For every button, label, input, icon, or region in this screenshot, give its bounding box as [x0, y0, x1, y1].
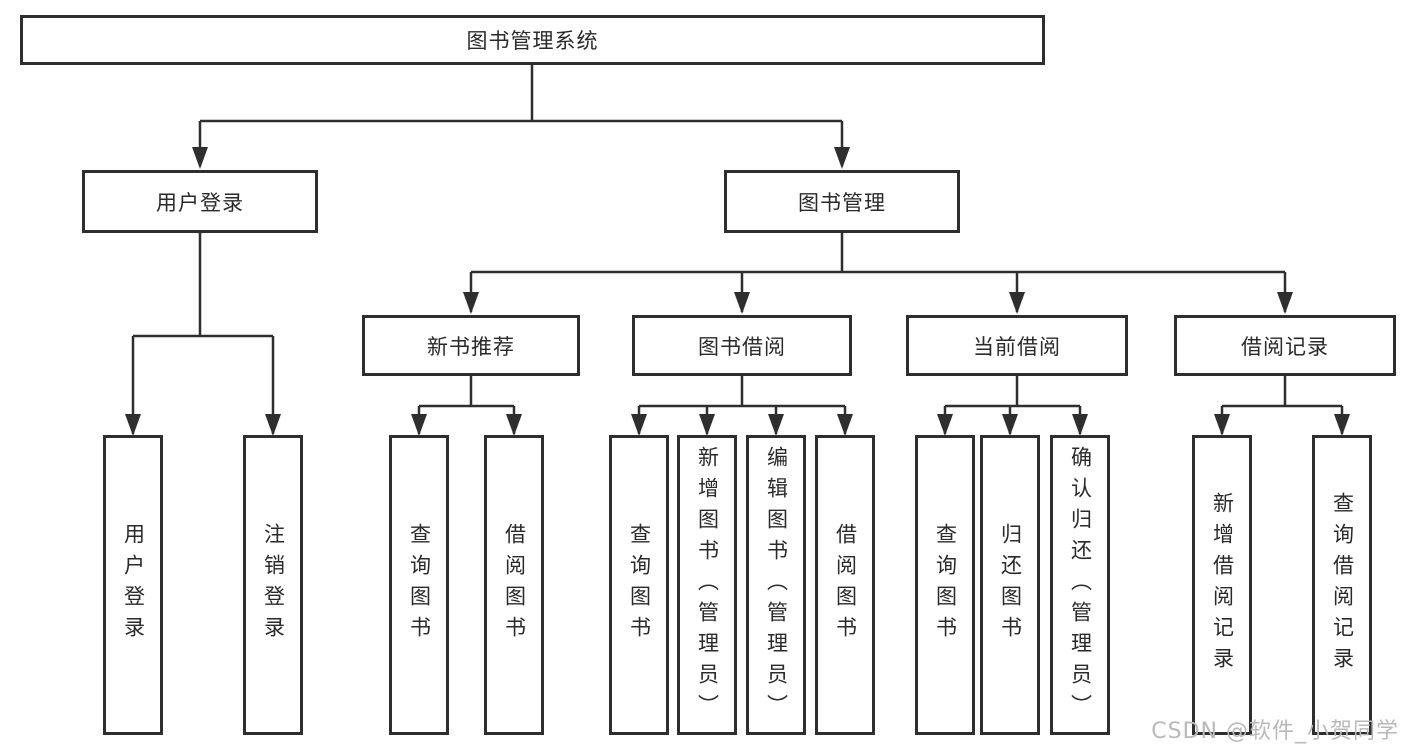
leaf-borrow-books: 借阅图书 — [815, 435, 875, 735]
leaf-confirm-return-admin: 确认归还（管理员） — [1050, 435, 1110, 735]
arrow-down-icon — [768, 414, 784, 436]
node-current-borrow: 当前借阅 — [906, 315, 1128, 376]
leaf-logout: 注销登录 — [243, 435, 303, 735]
leaf-edit-books-admin: 编辑图书（管理员） — [746, 435, 806, 735]
leaf-query-borrow-record: 查询借阅记录 — [1312, 435, 1372, 735]
node-book-management: 图书管理 — [724, 170, 960, 233]
leaf-add-books-admin: 新增图书（管理员） — [677, 435, 737, 735]
arrow-down-icon — [1277, 292, 1293, 314]
leaf-user-login: 用户登录 — [103, 435, 163, 735]
arrow-down-icon — [1214, 414, 1230, 436]
leaf-label: 新增图书（管理员） — [695, 445, 720, 725]
leaf-label: 注销登录 — [261, 523, 286, 647]
arrow-down-icon — [1072, 414, 1088, 436]
leaf-query-books: 查询图书 — [389, 435, 449, 735]
arrow-down-icon — [411, 414, 427, 436]
leaf-label: 编辑图书（管理员） — [764, 445, 789, 725]
node-borrow-records: 借阅记录 — [1174, 315, 1396, 376]
arrow-down-icon — [1002, 414, 1018, 436]
arrow-down-icon — [699, 414, 715, 436]
arrowhead-icons — [125, 147, 1350, 436]
leaf-label: 确认归还（管理员） — [1068, 445, 1093, 725]
tree-drop-lines — [131, 121, 1344, 434]
leaf-label: 查询图书 — [933, 523, 958, 647]
leaf-label: 查询图书 — [627, 523, 652, 647]
arrow-down-icon — [1334, 414, 1350, 436]
leaf-label: 归还图书 — [998, 523, 1023, 647]
leaf-label: 用户登录 — [121, 523, 146, 647]
arrow-down-icon — [834, 147, 850, 169]
leaf-return-books: 归还图书 — [980, 435, 1040, 735]
arrow-down-icon — [631, 414, 647, 436]
leaf-add-borrow-record: 新增借阅记录 — [1192, 435, 1252, 735]
node-new-book-recommend: 新书推荐 — [362, 315, 580, 376]
leaf-label: 新增借阅记录 — [1210, 492, 1235, 678]
leaf-borrow-books: 借阅图书 — [484, 435, 544, 735]
arrow-down-icon — [192, 147, 208, 169]
arrow-down-icon — [265, 414, 281, 436]
leaf-query-books: 查询图书 — [915, 435, 975, 735]
arrow-down-icon — [937, 414, 953, 436]
arrow-down-icon — [837, 414, 853, 436]
leaf-label: 查询图书 — [407, 523, 432, 647]
leaf-label: 借阅图书 — [833, 523, 858, 647]
csdn-watermark: CSDN @软件_小贺同学 — [1151, 719, 1399, 744]
arrow-down-icon — [125, 414, 141, 436]
arrow-down-icon — [1009, 292, 1025, 314]
leaf-label: 借阅图书 — [502, 523, 527, 647]
arrow-down-icon — [463, 292, 479, 314]
node-book-borrow: 图书借阅 — [632, 315, 852, 376]
leaf-label: 查询借阅记录 — [1330, 492, 1355, 678]
arrow-down-icon — [506, 414, 522, 436]
node-library-system: 图书管理系统 — [20, 15, 1045, 65]
leaf-query-books: 查询图书 — [609, 435, 669, 735]
tree-branch-lines — [133, 65, 1342, 408]
node-user-login: 用户登录 — [82, 170, 318, 233]
arrow-down-icon — [734, 292, 750, 314]
